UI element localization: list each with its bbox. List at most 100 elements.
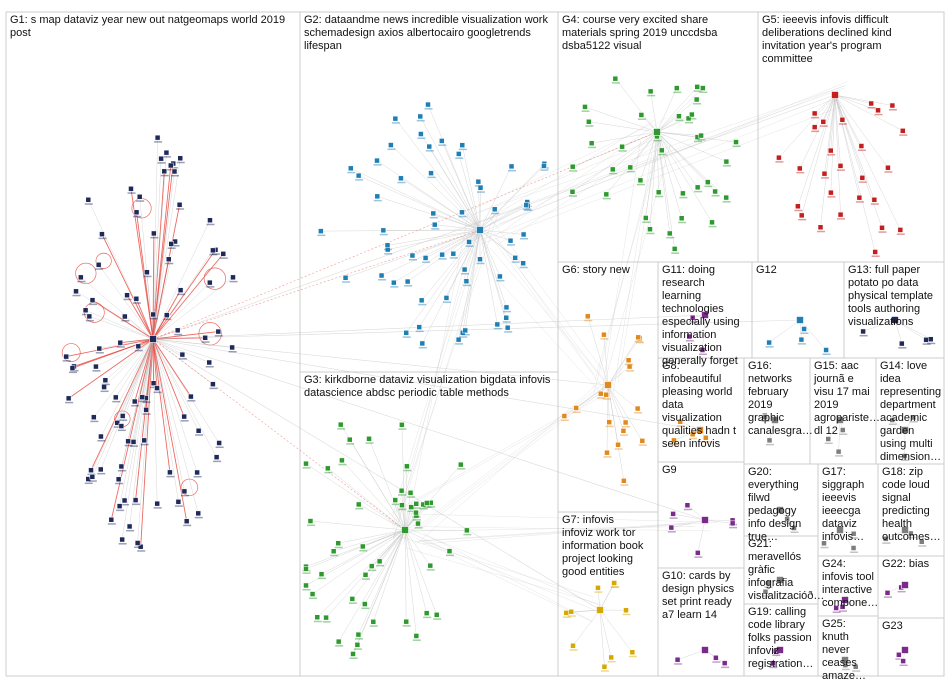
node-g15[interactable]: [840, 428, 845, 433]
node-g3[interactable]: [393, 498, 398, 503]
node-g2[interactable]: [427, 144, 432, 149]
hub-node-g14[interactable]: [902, 427, 909, 434]
node-g2[interactable]: [451, 251, 456, 256]
node-g9[interactable]: [669, 525, 674, 530]
node-g6[interactable]: [640, 438, 645, 443]
node-g8[interactable]: [671, 438, 676, 443]
node-g3[interactable]: [408, 490, 413, 495]
node-g6[interactable]: [621, 478, 626, 483]
node-g2[interactable]: [420, 341, 425, 346]
node-g25[interactable]: [853, 664, 858, 669]
node-g13[interactable]: [928, 337, 933, 342]
node-g2[interactable]: [460, 143, 465, 148]
node-g2[interactable]: [508, 238, 513, 243]
node-g1[interactable]: [164, 313, 169, 318]
node-g3[interactable]: [458, 462, 463, 467]
node-g1[interactable]: [155, 386, 160, 391]
node-g3[interactable]: [414, 501, 419, 506]
node-g2[interactable]: [393, 116, 398, 121]
node-g1[interactable]: [169, 241, 174, 246]
node-g16[interactable]: [767, 438, 772, 443]
hub-node-g18[interactable]: [902, 527, 909, 534]
node-g12[interactable]: [767, 340, 772, 345]
node-g4[interactable]: [699, 133, 704, 138]
node-g2[interactable]: [379, 273, 384, 278]
node-g4[interactable]: [734, 140, 739, 145]
node-g2[interactable]: [463, 328, 468, 333]
node-g4[interactable]: [613, 76, 618, 81]
hub-node-g21[interactable]: [777, 577, 784, 584]
node-g2[interactable]: [423, 255, 428, 260]
node-g1[interactable]: [120, 537, 125, 542]
node-g3[interactable]: [319, 572, 324, 577]
node-g1[interactable]: [74, 289, 79, 294]
node-g2[interactable]: [513, 255, 518, 260]
node-g2[interactable]: [521, 261, 526, 266]
node-g1[interactable]: [70, 366, 75, 371]
hub-node-g23[interactable]: [902, 647, 909, 654]
node-g7[interactable]: [623, 608, 628, 613]
node-g5[interactable]: [873, 249, 878, 254]
node-g7[interactable]: [564, 610, 569, 615]
node-g4[interactable]: [589, 141, 594, 146]
node-g1[interactable]: [221, 251, 226, 256]
node-g2[interactable]: [467, 239, 472, 244]
node-g5[interactable]: [776, 155, 781, 160]
node-g11[interactable]: [700, 348, 705, 353]
node-g12[interactable]: [799, 337, 804, 342]
node-g2[interactable]: [439, 138, 444, 143]
node-g4[interactable]: [639, 112, 644, 117]
node-g5[interactable]: [799, 213, 804, 218]
node-g1[interactable]: [167, 470, 172, 475]
node-g1[interactable]: [178, 156, 183, 161]
node-g5[interactable]: [828, 148, 833, 153]
node-g5[interactable]: [838, 212, 843, 217]
node-g4[interactable]: [674, 86, 679, 91]
node-g1[interactable]: [118, 340, 123, 345]
node-g5[interactable]: [890, 103, 895, 108]
node-g1[interactable]: [175, 328, 180, 333]
node-g1[interactable]: [168, 163, 173, 168]
node-g4[interactable]: [620, 144, 625, 149]
node-g7[interactable]: [630, 650, 635, 655]
hub-node-g17[interactable]: [837, 527, 844, 534]
node-g1[interactable]: [188, 394, 193, 399]
node-g3[interactable]: [399, 503, 404, 508]
node-g1[interactable]: [162, 169, 167, 174]
hub-node-g19[interactable]: [777, 647, 784, 654]
node-g4[interactable]: [570, 164, 575, 169]
node-g1[interactable]: [98, 467, 103, 472]
node-g2[interactable]: [521, 232, 526, 237]
hub-node-g25[interactable]: [842, 657, 849, 664]
hub-node-g2[interactable]: [477, 227, 484, 234]
node-g3[interactable]: [324, 615, 329, 620]
node-g3[interactable]: [371, 619, 376, 624]
node-g2[interactable]: [504, 315, 509, 320]
node-g2[interactable]: [404, 330, 409, 335]
node-g9[interactable]: [671, 511, 676, 516]
node-g3[interactable]: [404, 464, 409, 469]
node-g3[interactable]: [413, 510, 418, 515]
node-g5[interactable]: [828, 190, 833, 195]
node-g3[interactable]: [360, 544, 365, 549]
node-g2[interactable]: [459, 210, 464, 215]
node-g3[interactable]: [325, 466, 330, 471]
node-g3[interactable]: [315, 615, 320, 620]
node-g1[interactable]: [98, 434, 103, 439]
node-g2[interactable]: [388, 143, 393, 148]
node-g2[interactable]: [464, 279, 469, 284]
node-g6[interactable]: [598, 391, 603, 396]
node-g2[interactable]: [426, 102, 431, 107]
node-g1[interactable]: [216, 329, 221, 334]
node-g1[interactable]: [102, 385, 107, 390]
node-g1[interactable]: [119, 464, 124, 469]
node-g3[interactable]: [356, 632, 361, 637]
node-g2[interactable]: [405, 279, 410, 284]
node-g2[interactable]: [417, 325, 422, 330]
node-g1[interactable]: [119, 424, 124, 429]
node-g2[interactable]: [495, 322, 500, 327]
node-g20[interactable]: [792, 526, 797, 531]
node-g9[interactable]: [695, 550, 700, 555]
node-g2[interactable]: [444, 295, 449, 300]
node-g4[interactable]: [604, 192, 609, 197]
